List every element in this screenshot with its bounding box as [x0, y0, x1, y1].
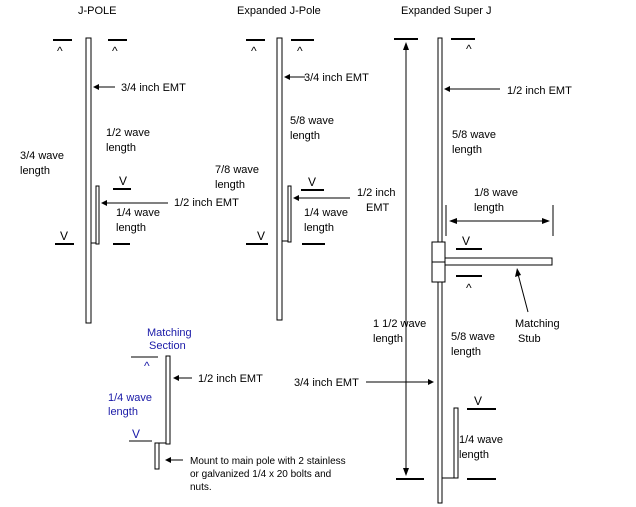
- expanded-jpole-five-eighth-1: 5/8 wave: [290, 115, 334, 127]
- super-j-quarter-wave-2: length: [459, 449, 489, 461]
- super-j-dimension-arrow-bottom: [403, 468, 409, 476]
- matching-caret-down: V: [132, 427, 140, 441]
- jpole-three-quarter-1: 3/4 wave: [20, 150, 64, 162]
- super-j-caret-up-stub: ^: [466, 281, 472, 295]
- expanded-jpole-caret-up-right: ^: [297, 44, 303, 58]
- super-j-caret-down-stub: V: [462, 234, 470, 248]
- expanded-jpole-diagram: ^ ^ 3/4 inch EMT 5/8 wave length 7/8 wav…: [215, 37, 396, 321]
- super-j-emt-top-arrow-head: [444, 86, 450, 92]
- jpole-emt-stub-label: 1/2 inch EMT: [174, 197, 239, 209]
- super-j-caret-up-top: ^: [466, 42, 472, 56]
- expanded-jpole-emt-top-label: 3/4 inch EMT: [304, 72, 369, 84]
- super-j-one-half-wave-2: length: [373, 333, 403, 345]
- expanded-jpole-five-eighth-2: length: [290, 130, 320, 142]
- jpole-stub-arrow-head: [101, 200, 107, 206]
- super-j-emt-mid-arrow-head: [428, 379, 434, 385]
- expanded-jpole-quarter-wave-1: 1/4 wave: [304, 207, 348, 219]
- title-super-j: Expanded Super J: [401, 5, 492, 17]
- expanded-jpole-seven-eighth-1: 7/8 wave: [215, 164, 259, 176]
- expanded-jpole-caret-down-stub: V: [308, 175, 316, 189]
- expanded-jpole-emt-arrow-head: [284, 74, 290, 80]
- super-j-diagram: ^ 1/2 inch EMT 5/8 wave length 1/8 wave …: [294, 37, 572, 504]
- matching-section-diagram: Matching Section ^ 1/2 inch EMT 1/4 wave…: [108, 327, 346, 493]
- super-j-one-half-wave-1: 1 1/2 wave: [373, 318, 426, 330]
- jpole-quarter-wave-2: length: [116, 222, 146, 234]
- expanded-jpole-caret-down-bottom: V: [257, 229, 265, 243]
- matching-mount-pole: [154, 442, 160, 470]
- jpole-caret-down-bottom: V: [60, 229, 68, 243]
- super-j-lower-stub-pole: [453, 407, 459, 479]
- jpole-quarter-wave-1: 1/4 wave: [116, 207, 160, 219]
- expanded-jpole-emt-stub-2: EMT: [366, 202, 390, 214]
- matching-mount-1: Mount to main pole with 2 stainless: [190, 456, 346, 467]
- expanded-jpole-stub-arrow-head: [293, 195, 299, 201]
- super-j-matching-stub-arrow-head: [515, 268, 521, 277]
- super-j-matching-stub-1: Matching: [515, 318, 560, 330]
- expanded-jpole-emt-stub-1: 1/2 inch: [357, 187, 396, 199]
- expanded-jpole-quarter-wave-2: length: [304, 222, 334, 234]
- jpole-main-pole: [85, 37, 92, 324]
- title-expanded-jpole: Expanded J-Pole: [237, 5, 321, 17]
- jpole-half-wave-2: length: [106, 142, 136, 154]
- matching-title-2: Section: [149, 340, 186, 352]
- super-j-five-eighth-bottom-2: length: [451, 346, 481, 358]
- matching-emt-arrow-head: [173, 375, 179, 381]
- expanded-jpole-stub-pole: [287, 185, 292, 243]
- matching-mount-arrow-head: [165, 457, 171, 463]
- jpole-half-wave-1: 1/2 wave: [106, 127, 150, 139]
- super-j-dimension-arrow-top: [403, 42, 409, 50]
- super-j-five-eighth-top-1: 5/8 wave: [452, 129, 496, 141]
- jpole-caret-down-stub: V: [119, 174, 127, 188]
- super-j-matching-stub-arrow: [517, 273, 529, 313]
- expanded-jpole-main-pole: [276, 37, 283, 321]
- matching-caret-up: ^: [144, 359, 150, 373]
- matching-title-1: Matching: [147, 327, 192, 339]
- super-j-one-eighth-2: length: [474, 202, 504, 214]
- matching-quarter-wave-1: 1/4 wave: [108, 392, 152, 404]
- jpole-caret-up-left: ^: [57, 44, 63, 58]
- super-j-five-eighth-bottom-1: 5/8 wave: [451, 331, 495, 343]
- super-j-quarter-wave-1: 1/4 wave: [459, 434, 503, 446]
- expanded-jpole-caret-up-left: ^: [251, 44, 257, 58]
- super-j-one-eighth-arrow-left: [449, 218, 457, 224]
- super-j-one-eighth-arrow-right: [542, 218, 550, 224]
- matching-mount-2: or galvanized 1/4 x 20 bolts and: [190, 469, 331, 480]
- matching-mount-3: nuts.: [190, 482, 212, 493]
- jpole-diagram: ^ ^ V V 3/4 inch EMT 1/2 wave length 3/4…: [20, 37, 239, 324]
- matching-section-pole: [165, 355, 171, 445]
- matching-emt-label: 1/2 inch EMT: [198, 373, 263, 385]
- super-j-matching-stub-2: Stub: [518, 333, 541, 345]
- jpole-stub-pole: [95, 185, 100, 245]
- super-j-five-eighth-top-2: length: [452, 144, 482, 156]
- matching-quarter-wave-2: length: [108, 406, 138, 418]
- super-j-one-eighth-1: 1/8 wave: [474, 187, 518, 199]
- jpole-three-quarter-2: length: [20, 165, 50, 177]
- jpole-emt-top-label: 3/4 inch EMT: [121, 82, 186, 94]
- jpole-caret-up-right: ^: [112, 44, 118, 58]
- title-jpole: J-POLE: [78, 5, 117, 17]
- expanded-jpole-seven-eighth-2: length: [215, 179, 245, 191]
- super-j-caret-down-lower: V: [474, 394, 482, 408]
- super-j-matching-stub: [444, 257, 553, 266]
- super-j-emt-top-label: 1/2 inch EMT: [507, 85, 572, 97]
- jpole-emt-arrow-head: [93, 84, 99, 90]
- super-j-emt-mid-label: 3/4 inch EMT: [294, 377, 359, 389]
